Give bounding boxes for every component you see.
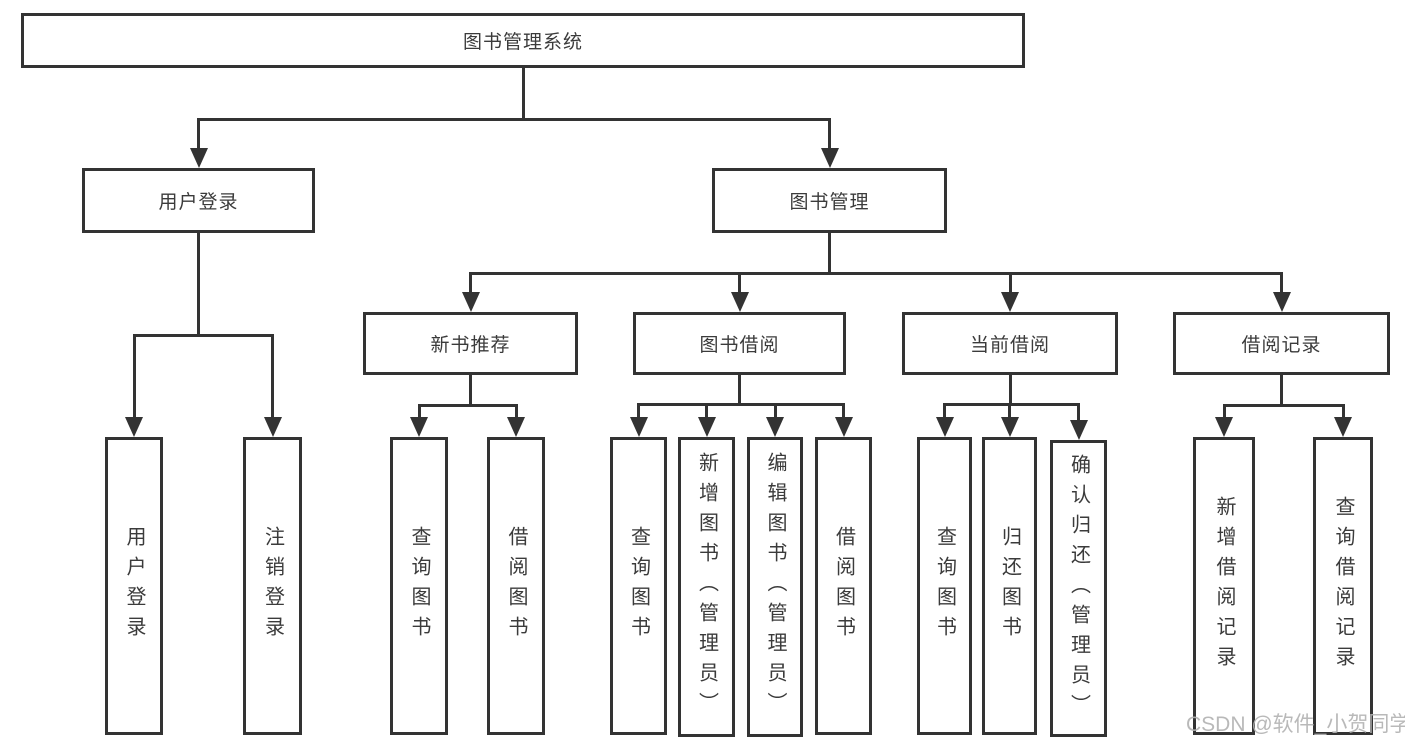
diagram-node-cur-confirm: 确认归还（管理员） bbox=[1050, 440, 1107, 737]
diagram-node-cur-query: 查询图书 bbox=[917, 437, 972, 735]
connector-line bbox=[1341, 405, 1345, 417]
connector-line bbox=[197, 233, 200, 335]
node-label-rec-query: 查询借阅记录 bbox=[1332, 496, 1354, 676]
connector-line bbox=[197, 119, 200, 148]
connector-line bbox=[469, 271, 1283, 275]
diagram-node-cur-return: 归还图书 bbox=[982, 437, 1037, 735]
arrow-down-icon bbox=[935, 417, 954, 437]
arrow-down-icon bbox=[1215, 417, 1233, 437]
arrow-down-icon bbox=[730, 292, 749, 312]
connector-line bbox=[1280, 375, 1283, 405]
connector-line bbox=[828, 119, 831, 148]
csdn-watermark: CSDN @软件_小贺同学 bbox=[1186, 713, 1405, 736]
diagram-node-login-out: 注销登录 bbox=[243, 437, 302, 735]
diagram-node-nb-query: 查询图书 bbox=[390, 437, 448, 735]
node-label-records: 借阅记录 bbox=[1241, 335, 1322, 356]
node-label-borrow: 图书借阅 bbox=[699, 335, 780, 356]
node-label-newbook: 新书推荐 bbox=[430, 335, 511, 356]
connector-line bbox=[521, 68, 525, 119]
connector-line bbox=[469, 375, 472, 405]
diagram-node-rec-add: 新增借阅记录 bbox=[1193, 437, 1255, 735]
diagram-node-borrow: 图书借阅 bbox=[633, 312, 846, 375]
node-label-login-out: 注销登录 bbox=[261, 526, 284, 646]
diagram-node-nb-borrow: 借阅图书 bbox=[487, 437, 545, 735]
connector-line bbox=[1008, 273, 1012, 292]
connector-line bbox=[943, 404, 946, 417]
connector-line bbox=[637, 404, 640, 417]
node-label-cur-return: 归还图书 bbox=[998, 526, 1021, 646]
arrow-down-icon bbox=[820, 148, 839, 168]
node-label-login-user: 用户登录 bbox=[123, 526, 145, 646]
connector-line bbox=[469, 273, 472, 292]
arrow-down-icon bbox=[1272, 292, 1291, 312]
arrow-down-icon bbox=[629, 417, 648, 437]
connector-line bbox=[943, 402, 1080, 406]
node-label-rec-add: 新增借阅记录 bbox=[1213, 496, 1235, 676]
connector-line bbox=[132, 333, 274, 337]
arrow-down-icon bbox=[1000, 417, 1019, 437]
diagram-node-login: 用户登录 bbox=[82, 168, 315, 233]
connector-line bbox=[1008, 375, 1012, 404]
node-label-login: 用户登录 bbox=[158, 192, 239, 213]
diagram-node-bw-add: 新增图书（管理员） bbox=[678, 437, 735, 737]
node-label-nb-query: 查询图书 bbox=[408, 526, 430, 646]
diagram-node-current: 当前借阅 bbox=[902, 312, 1118, 375]
connector-line bbox=[1222, 405, 1226, 417]
diagram-node-rec-query: 查询借阅记录 bbox=[1313, 437, 1373, 735]
connector-line bbox=[132, 335, 136, 417]
connector-line bbox=[271, 335, 274, 417]
arrow-down-icon bbox=[1334, 417, 1352, 437]
arrow-down-icon bbox=[1069, 420, 1088, 440]
arrow-down-icon bbox=[1001, 292, 1019, 312]
node-label-cur-confirm: 确认归还（管理员） bbox=[1067, 453, 1090, 724]
connector-line bbox=[1008, 404, 1011, 417]
arrow-down-icon bbox=[189, 148, 208, 168]
arrow-down-icon bbox=[263, 417, 282, 437]
node-label-nb-borrow: 借阅图书 bbox=[505, 526, 527, 646]
node-label-bw-borrow: 借阅图书 bbox=[832, 526, 855, 646]
connector-line bbox=[1280, 273, 1283, 292]
diagram-node-newbook: 新书推荐 bbox=[363, 312, 578, 375]
connector-line bbox=[1222, 403, 1345, 407]
diagram-node-bw-query: 查询图书 bbox=[610, 437, 667, 735]
node-label-bw-query: 查询图书 bbox=[627, 526, 650, 646]
arrow-down-icon bbox=[834, 417, 853, 437]
connector-line bbox=[738, 375, 741, 404]
node-label-current: 当前借阅 bbox=[969, 335, 1050, 356]
node-label-root: 图书管理系统 bbox=[462, 32, 583, 53]
connector-line bbox=[738, 273, 741, 292]
diagram-node-bw-borrow: 借阅图书 bbox=[815, 437, 872, 735]
node-label-bw-add: 新增图书（管理员） bbox=[695, 452, 718, 722]
connector-line bbox=[773, 404, 777, 417]
diagram-node-login-user: 用户登录 bbox=[105, 437, 163, 735]
connector-line bbox=[514, 405, 518, 417]
connector-line bbox=[1077, 404, 1080, 420]
diagram-node-records: 借阅记录 bbox=[1173, 312, 1390, 375]
connector-line bbox=[705, 404, 708, 417]
diagram-node-mgmt: 图书管理 bbox=[712, 168, 947, 233]
connector-line bbox=[637, 402, 845, 406]
connector-line bbox=[197, 117, 831, 121]
node-label-mgmt: 图书管理 bbox=[789, 192, 870, 213]
node-label-bw-edit: 编辑图书（管理员） bbox=[764, 452, 786, 722]
arrow-down-icon bbox=[410, 417, 428, 437]
arrow-down-icon bbox=[125, 417, 143, 437]
arrow-down-icon bbox=[507, 417, 525, 437]
arrow-down-icon bbox=[461, 292, 480, 312]
arrow-down-icon bbox=[766, 417, 784, 437]
diagram-node-bw-edit: 编辑图书（管理员） bbox=[747, 437, 803, 737]
connector-line bbox=[842, 404, 845, 417]
connector-line bbox=[828, 233, 831, 273]
diagram-node-root: 图书管理系统 bbox=[21, 13, 1025, 68]
connector-line bbox=[417, 403, 518, 407]
connector-line bbox=[417, 405, 421, 417]
node-label-cur-query: 查询图书 bbox=[933, 526, 956, 646]
arrow-down-icon bbox=[697, 417, 716, 437]
